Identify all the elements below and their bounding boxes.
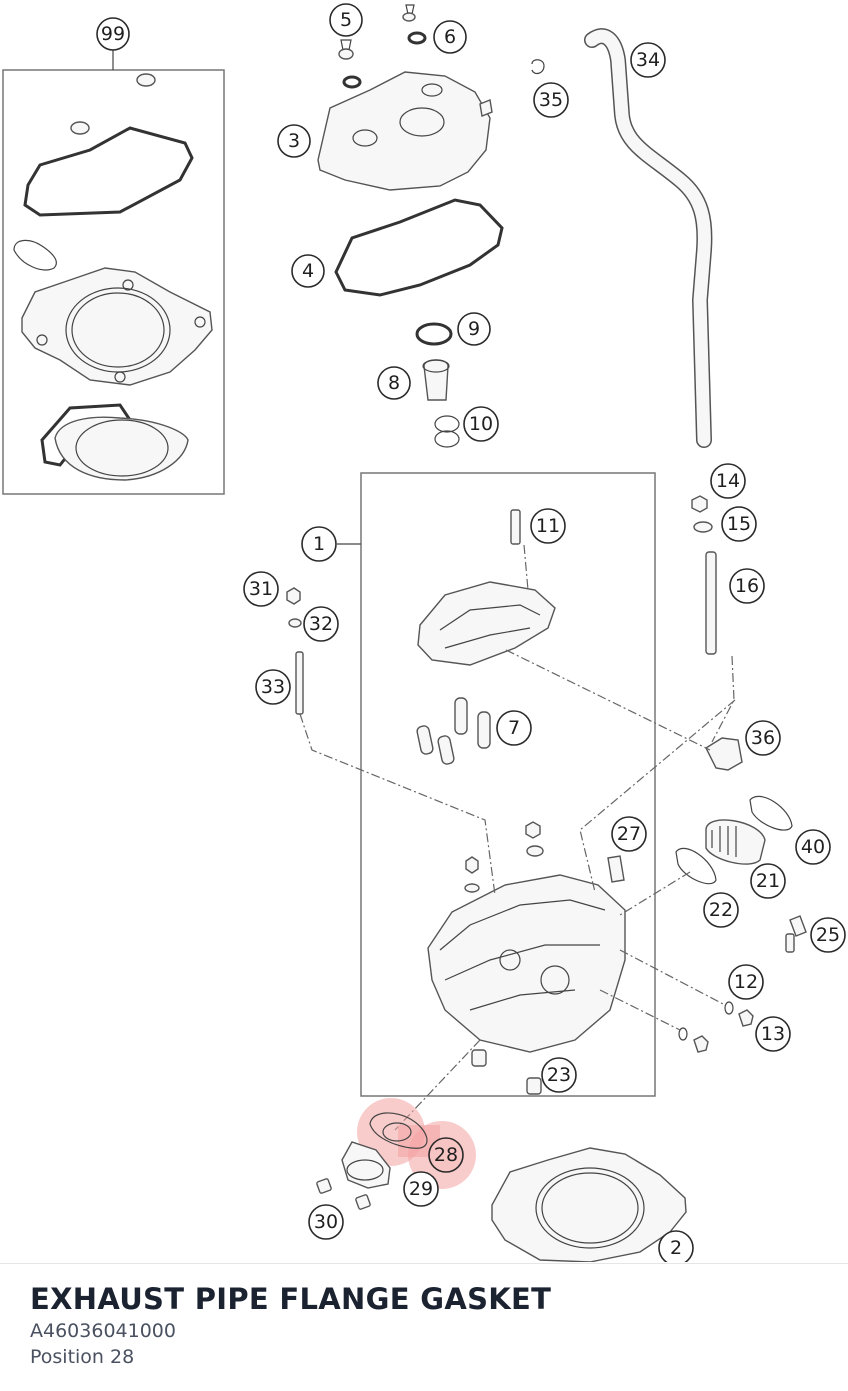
svg-text:28: 28 xyxy=(434,1144,458,1166)
label-32[interactable]: 32 xyxy=(303,606,339,642)
label-27[interactable]: 27 xyxy=(611,816,647,852)
cylinder-head-frame xyxy=(360,472,656,1097)
svg-text:8: 8 xyxy=(388,372,400,394)
svg-text:30: 30 xyxy=(314,1211,338,1233)
label-6[interactable]: 6 xyxy=(433,20,467,54)
valve-cover-parts xyxy=(317,4,504,448)
label-28[interactable]: 28 xyxy=(428,1137,464,1173)
cylinder-head-assembly xyxy=(416,509,754,1095)
label-31[interactable]: 31 xyxy=(243,571,279,607)
label-33[interactable]: 33 xyxy=(255,669,291,705)
svg-text:15: 15 xyxy=(727,513,751,535)
label-7[interactable]: 7 xyxy=(496,710,532,746)
svg-text:5: 5 xyxy=(340,9,352,31)
label-23[interactable]: 23 xyxy=(541,1057,577,1093)
label-4[interactable]: 4 xyxy=(291,254,325,288)
gasket-kit-parts xyxy=(13,73,213,481)
label-9[interactable]: 9 xyxy=(457,312,491,346)
svg-text:25: 25 xyxy=(816,924,840,946)
label-3[interactable]: 3 xyxy=(277,124,311,158)
svg-text:12: 12 xyxy=(734,971,758,993)
svg-text:32: 32 xyxy=(309,613,333,635)
label-1[interactable]: 1 xyxy=(301,526,337,562)
svg-text:10: 10 xyxy=(469,413,493,435)
part-info-panel: EXHAUST PIPE FLANGE GASKET A46036041000 … xyxy=(0,1263,848,1391)
svg-text:29: 29 xyxy=(409,1178,433,1200)
svg-text:40: 40 xyxy=(801,836,825,858)
svg-text:6: 6 xyxy=(444,26,456,48)
label-2[interactable]: 2 xyxy=(658,1230,694,1262)
svg-text:22: 22 xyxy=(709,899,733,921)
breather-hose xyxy=(531,28,713,448)
label-34[interactable]: 34 xyxy=(630,42,666,78)
svg-text:23: 23 xyxy=(547,1064,571,1086)
svg-text:27: 27 xyxy=(617,823,641,845)
label-11[interactable]: 11 xyxy=(530,508,566,544)
label-14[interactable]: 14 xyxy=(710,463,746,499)
svg-text:31: 31 xyxy=(249,578,273,600)
label-16[interactable]: 16 xyxy=(729,568,765,604)
svg-text:2: 2 xyxy=(670,1237,682,1259)
stud-parts-left xyxy=(286,587,304,715)
stud-parts-right xyxy=(691,495,743,771)
label-35[interactable]: 35 xyxy=(533,82,569,118)
label-99[interactable]: 99 xyxy=(96,17,130,51)
label-22[interactable]: 22 xyxy=(703,892,739,928)
label-36[interactable]: 36 xyxy=(745,720,781,756)
svg-text:33: 33 xyxy=(261,676,285,698)
exhaust-flange-parts xyxy=(316,1141,687,1262)
label-8[interactable]: 8 xyxy=(377,366,411,400)
svg-text:21: 21 xyxy=(756,870,780,892)
svg-text:14: 14 xyxy=(716,470,740,492)
svg-text:34: 34 xyxy=(636,49,660,71)
svg-text:11: 11 xyxy=(536,515,560,537)
part-position: Position 28 xyxy=(30,1346,135,1368)
label-10[interactable]: 10 xyxy=(463,406,499,442)
svg-text:35: 35 xyxy=(539,89,563,111)
svg-text:7: 7 xyxy=(508,717,520,739)
label-21[interactable]: 21 xyxy=(750,863,786,899)
svg-text:1: 1 xyxy=(313,533,325,555)
svg-text:9: 9 xyxy=(468,318,480,340)
exploded-parts-diagram: 99 5 6 3 4 9 8 10 34 35 14 15 16 11 1 31… xyxy=(2,3,846,1262)
label-5[interactable]: 5 xyxy=(329,3,363,37)
svg-text:4: 4 xyxy=(302,260,314,282)
svg-text:36: 36 xyxy=(751,727,775,749)
svg-text:13: 13 xyxy=(761,1023,785,1045)
svg-text:3: 3 xyxy=(288,130,300,152)
label-29[interactable]: 29 xyxy=(403,1171,439,1207)
intake-parts xyxy=(675,795,807,953)
part-number: A46036041000 xyxy=(30,1320,176,1342)
svg-text:16: 16 xyxy=(735,575,759,597)
label-40[interactable]: 40 xyxy=(795,829,831,865)
label-13[interactable]: 13 xyxy=(755,1016,791,1052)
label-12[interactable]: 12 xyxy=(728,964,764,1000)
label-25[interactable]: 25 xyxy=(810,917,846,953)
label-30[interactable]: 30 xyxy=(308,1204,344,1240)
svg-text:99: 99 xyxy=(101,23,125,45)
label-15[interactable]: 15 xyxy=(721,506,757,542)
part-title: EXHAUST PIPE FLANGE GASKET xyxy=(30,1282,552,1316)
